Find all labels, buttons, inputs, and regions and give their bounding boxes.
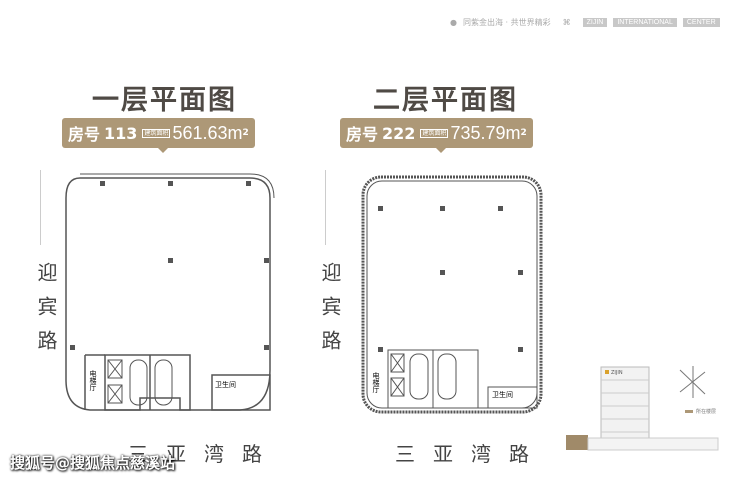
separator-icon: ⌘ xyxy=(562,18,571,27)
header-bar: ● 同紫金出海 · 共世界精彩 ⌘ ZIJIN INTERNATIONAL CE… xyxy=(450,17,720,28)
current-floor-block xyxy=(566,435,588,450)
compass-icon xyxy=(679,366,706,398)
floor1-elevator-label: 电梯厅 xyxy=(89,369,97,391)
floor1-title: 一层平面图 xyxy=(92,85,237,116)
floor1-toilet-label: 卫生间 xyxy=(215,380,236,389)
floor2-toilet-label: 卫生间 xyxy=(492,390,513,399)
room-prefix: 房号 xyxy=(346,125,379,144)
tag-international: INTERNATIONAL xyxy=(613,18,677,27)
room-number: 113 xyxy=(104,123,138,143)
floor2-title: 二层平面图 xyxy=(373,85,518,116)
divider xyxy=(40,170,41,245)
podium xyxy=(587,437,719,451)
room-number: 222 xyxy=(382,123,416,143)
floor2-elevator-label: 电梯厅 xyxy=(372,371,380,393)
area-icon: 建筑面积 xyxy=(142,128,171,138)
logo-dot-icon: ● xyxy=(450,18,457,27)
floor2-plan: 电梯厅 卫生间 xyxy=(361,175,543,414)
room-prefix: 房号 xyxy=(68,125,101,144)
tag-zijin: ZIJIN xyxy=(582,18,608,27)
floor2-road-side: 迎宾路 xyxy=(318,262,342,364)
room-area: 561.63m xyxy=(172,122,243,143)
floor1-road-bottom: 三亚湾路 xyxy=(128,442,280,466)
watermark: 搜狐号@搜狐焦点慈溪站 xyxy=(10,454,176,472)
floor2-road-bottom: 三亚湾路 xyxy=(395,442,547,466)
legend-label: 所在楼层 xyxy=(696,408,716,415)
slogan: 同紫金出海 · 共世界精彩 xyxy=(462,18,551,27)
tower xyxy=(600,366,650,448)
legend-swatch xyxy=(685,410,693,413)
logo-mark-icon xyxy=(605,370,609,374)
floor1-road-side: 迎宾路 xyxy=(34,262,58,364)
room-area: 735.79m xyxy=(450,122,521,143)
floor1-plan: 电梯厅 卫生间 xyxy=(65,173,275,411)
divider xyxy=(325,170,326,245)
tower-logo: ZIJIN xyxy=(611,370,623,376)
tag-center: CENTER xyxy=(682,18,720,27)
area-icon: 建筑面积 xyxy=(420,128,449,138)
building-elevation: ZIJIN 所在楼层 xyxy=(566,366,719,451)
unit-sup: 2 xyxy=(242,128,249,138)
unit-sup: 2 xyxy=(520,128,527,138)
